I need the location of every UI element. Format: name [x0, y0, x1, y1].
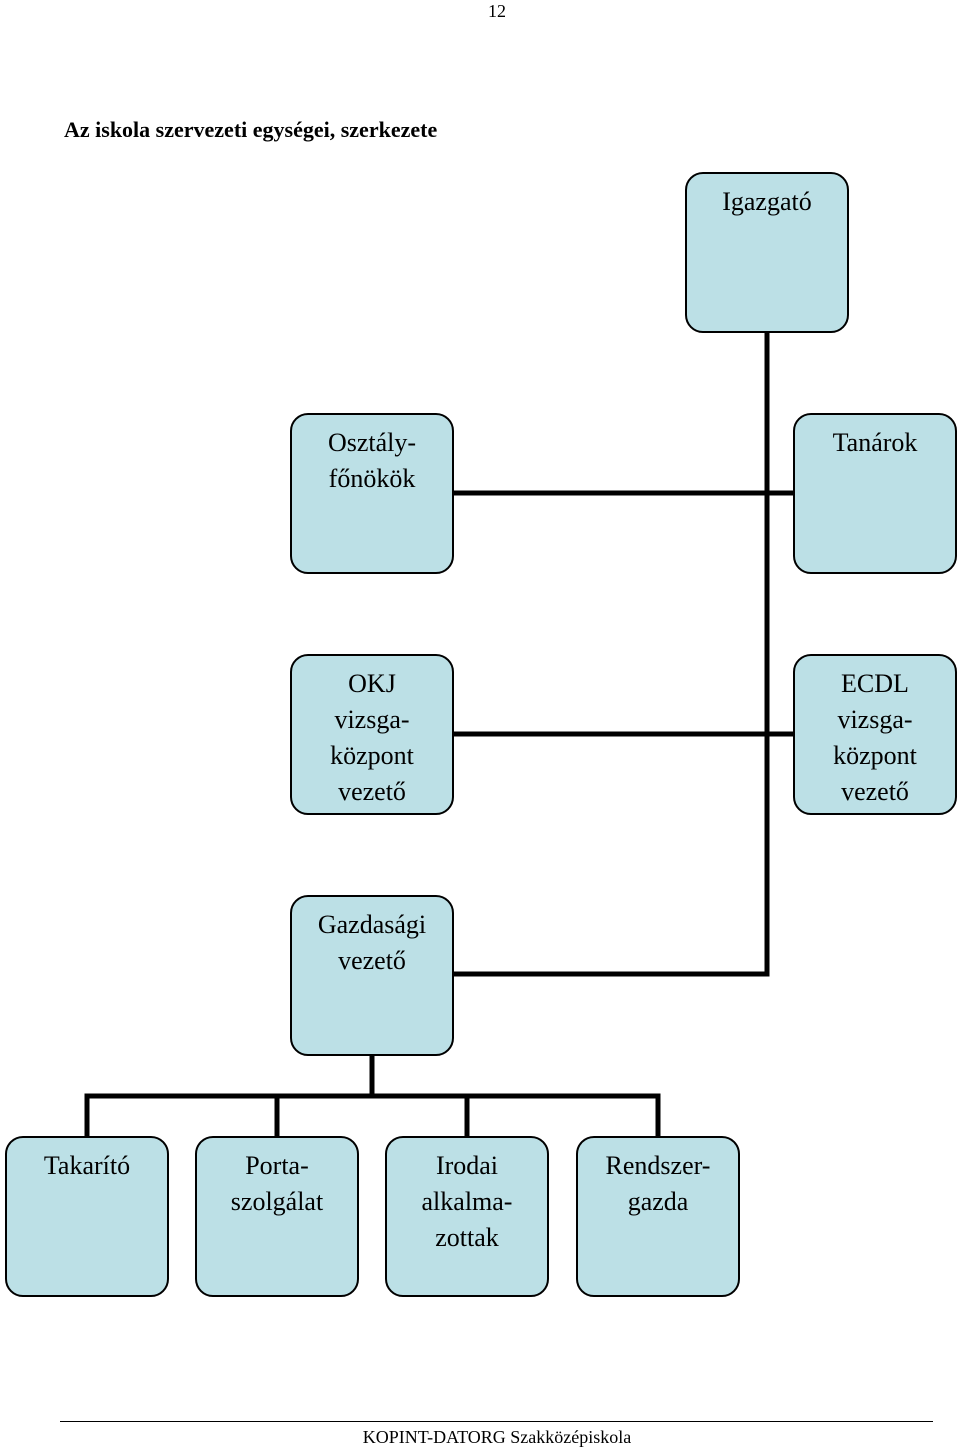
box-label-line: központ — [330, 741, 414, 770]
box-label-line: Rendszer- — [605, 1151, 711, 1180]
org-box-form-teachers: Osztály- főnökök — [290, 413, 454, 574]
org-box-economic-head: Gazdasági vezető — [290, 895, 454, 1056]
box-label-line: Takarító — [43, 1151, 131, 1180]
box-label-line: gazda — [627, 1187, 689, 1216]
box-label-line: Irodai — [435, 1151, 499, 1180]
org-box-porter-service: Porta- szolgálat — [195, 1136, 359, 1297]
box-label-line: Osztály- — [327, 428, 417, 457]
box-label-line: OKJ — [348, 669, 396, 698]
box-label-line: központ — [833, 741, 917, 770]
org-box-ecdl-exam-center-head: ECDL vizsga- központ vezető — [793, 654, 957, 815]
box-label-line: zottak — [435, 1223, 499, 1252]
org-box-teachers: Tanárok — [793, 413, 957, 574]
org-box-okj-exam-center-head: OKJ vizsga- központ vezető — [290, 654, 454, 815]
box-label-line: Tanárok — [832, 428, 918, 457]
box-label-line: vezető — [338, 777, 406, 806]
page-number: 12 — [488, 1, 506, 21]
box-label-line: alkalma- — [421, 1187, 513, 1216]
box-label-line: vezető — [338, 946, 406, 975]
box-label-line: Gazdasági — [317, 910, 427, 939]
org-box-system-admin: Rendszer- gazda — [576, 1136, 740, 1297]
box-label-line: szolgálat — [230, 1187, 324, 1216]
box-label-line: Igazgató — [722, 187, 812, 216]
footer-divider — [60, 1421, 933, 1422]
box-label-line: vizsga- — [837, 705, 913, 734]
box-label-line: vezető — [841, 777, 909, 806]
box-label-line: ECDL — [841, 669, 909, 698]
page-title: Az iskola szervezeti egységei, szerkezet… — [64, 117, 438, 142]
org-box-cleaner: Takarító — [5, 1136, 169, 1297]
footer-text: KOPINT-DATORG Szakközépiskola — [362, 1427, 632, 1447]
box-label-line: főnökök — [328, 464, 416, 493]
box-label-line: Porta- — [245, 1151, 309, 1180]
org-box-director: Igazgató — [685, 172, 849, 333]
org-box-office-staff: Irodai alkalma- zottak — [385, 1136, 549, 1297]
box-label-line: vizsga- — [334, 705, 410, 734]
